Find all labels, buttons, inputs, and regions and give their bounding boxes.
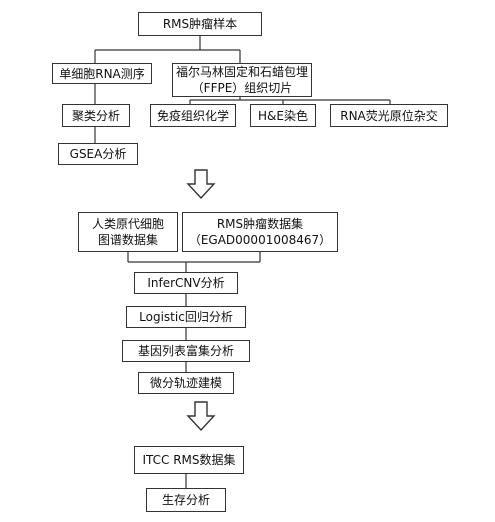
node-ffpe: 福尔马林固定和石蜡包埋 （FFPE）组织切片 — [172, 63, 312, 97]
node-rms-dataset: RMS肿瘤数据集 （EGAD00001008467） — [182, 212, 338, 252]
node-rms-samples: RMS肿瘤样本 — [138, 12, 262, 36]
node-hca-dataset: 人类原代细胞 图谱数据集 — [78, 212, 178, 252]
node-gsea: GSEA分析 — [58, 143, 138, 165]
node-gene-enrichment: 基因列表富集分析 — [122, 340, 250, 362]
node-scrna-seq: 单细胞RNA测序 — [52, 63, 152, 84]
down-arrow-icon — [186, 169, 216, 200]
node-ihc: 免疫组织化学 — [150, 104, 236, 127]
node-logistic: Logistic回归分析 — [126, 306, 246, 328]
node-rna-fish: RNA荧光原位杂交 — [330, 104, 448, 127]
node-cluster-analysis: 聚类分析 — [62, 104, 130, 127]
node-infercnv: InferCNV分析 — [134, 272, 238, 294]
node-survival: 生存分析 — [146, 488, 226, 512]
node-he-staining: H&E染色 — [250, 104, 316, 127]
node-trajectory: 微分轨迹建模 — [138, 372, 234, 394]
node-itcc-dataset: ITCC RMS数据集 — [134, 446, 244, 474]
down-arrow-icon — [186, 401, 216, 432]
